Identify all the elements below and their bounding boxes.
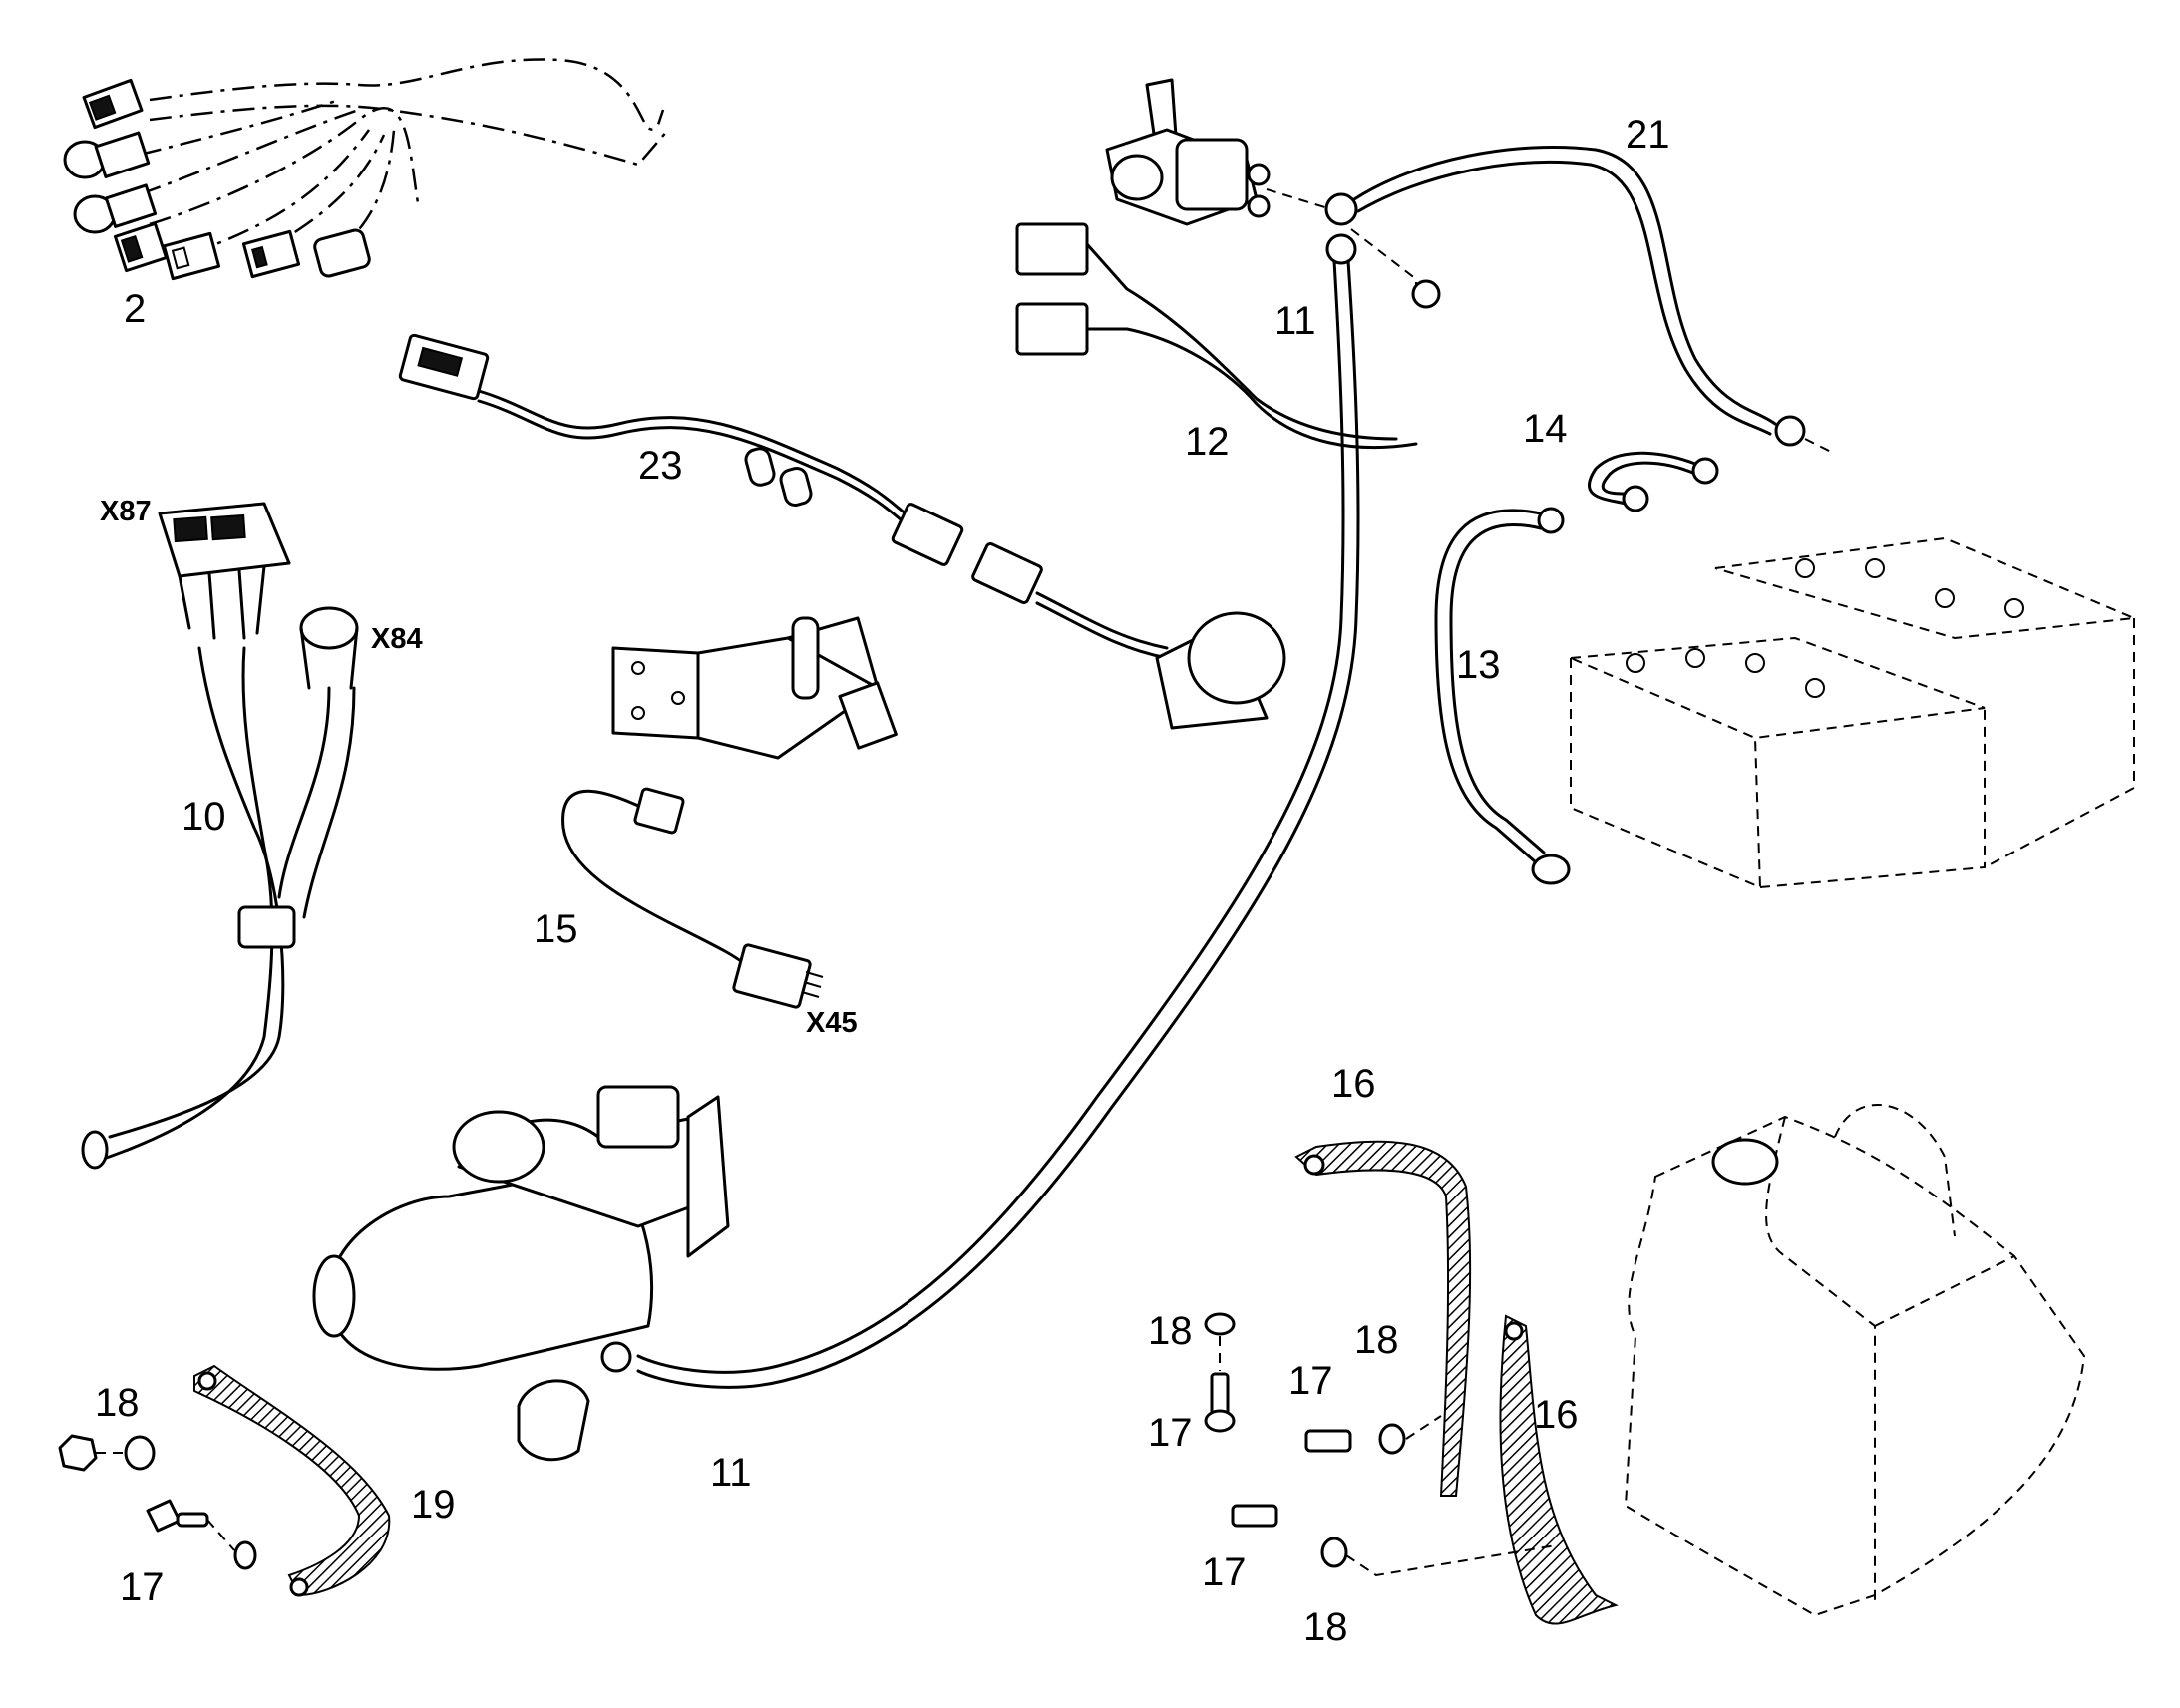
connector-x87: X87 [100,496,152,527]
harness-10: X87 X84 10 [81,496,423,1170]
callout-19: 19 [411,1483,456,1527]
harness-2-plug-2 [63,131,151,179]
callout-13: 13 [1456,643,1501,687]
harness-23: 23 [398,333,1286,730]
callout-17-center: 17 [1288,1359,1333,1403]
ground-strap-19: 19 [193,1364,456,1597]
cable-13: 13 [1434,507,1571,885]
connector-x45: X45 [806,1007,858,1039]
callout-18-center: 18 [1354,1318,1399,1362]
tank-strap-16-upper: 16 [1294,1062,1472,1497]
callout-16-top: 16 [1331,1062,1376,1106]
cable-14: 14 [1523,407,1719,512]
callout-18-lower: 18 [1303,1605,1348,1649]
cable-11: 11 11 [517,228,1417,1495]
callout-18-mid: 18 [1148,1309,1193,1353]
starter-motor [312,1085,730,1371]
cable-21: 21 [1266,113,1836,455]
cable-15: 15 X45 [534,787,858,1039]
callout-17-mid: 17 [1148,1411,1193,1455]
fasteners-left: 18 17 [58,1381,257,1609]
callout-2: 2 [124,287,146,331]
tank-strap-16-lower: 16 [1499,1314,1619,1625]
sensor-bracket [611,616,898,760]
battery-switch [1105,78,1271,226]
callout-11-top: 11 [1274,299,1316,343]
relay-harness-12: 12 [1015,222,1441,464]
harness-2-plug-3 [73,183,158,234]
fasteners-right: 18 17 17 18 17 18 [1148,1309,1557,1649]
callout-17-left: 17 [120,1565,165,1609]
battery-front [1570,636,1986,889]
callout-17-lower: 17 [1202,1550,1247,1594]
callout-12: 12 [1185,420,1230,464]
connector-x84: X84 [371,623,423,655]
harness-2-plug-4 [113,221,169,273]
fuel-tank [1624,1103,2086,1617]
callout-18-left: 18 [95,1381,140,1425]
harness-2-plug-6 [241,229,301,279]
callout-21: 21 [1626,113,1670,157]
callout-14: 14 [1523,407,1568,451]
callout-23: 23 [638,444,683,488]
battery-rear [1714,536,2138,868]
callout-15: 15 [534,907,578,951]
harness-2-plug-7 [313,228,371,278]
callout-10: 10 [182,795,226,839]
callout-11-bottom: 11 [710,1451,752,1495]
harness-2-plug-5 [162,231,221,281]
callout-16-right: 16 [1534,1393,1579,1437]
harness-2-plug-1 [82,78,144,130]
harness-2: 2 [63,58,669,331]
